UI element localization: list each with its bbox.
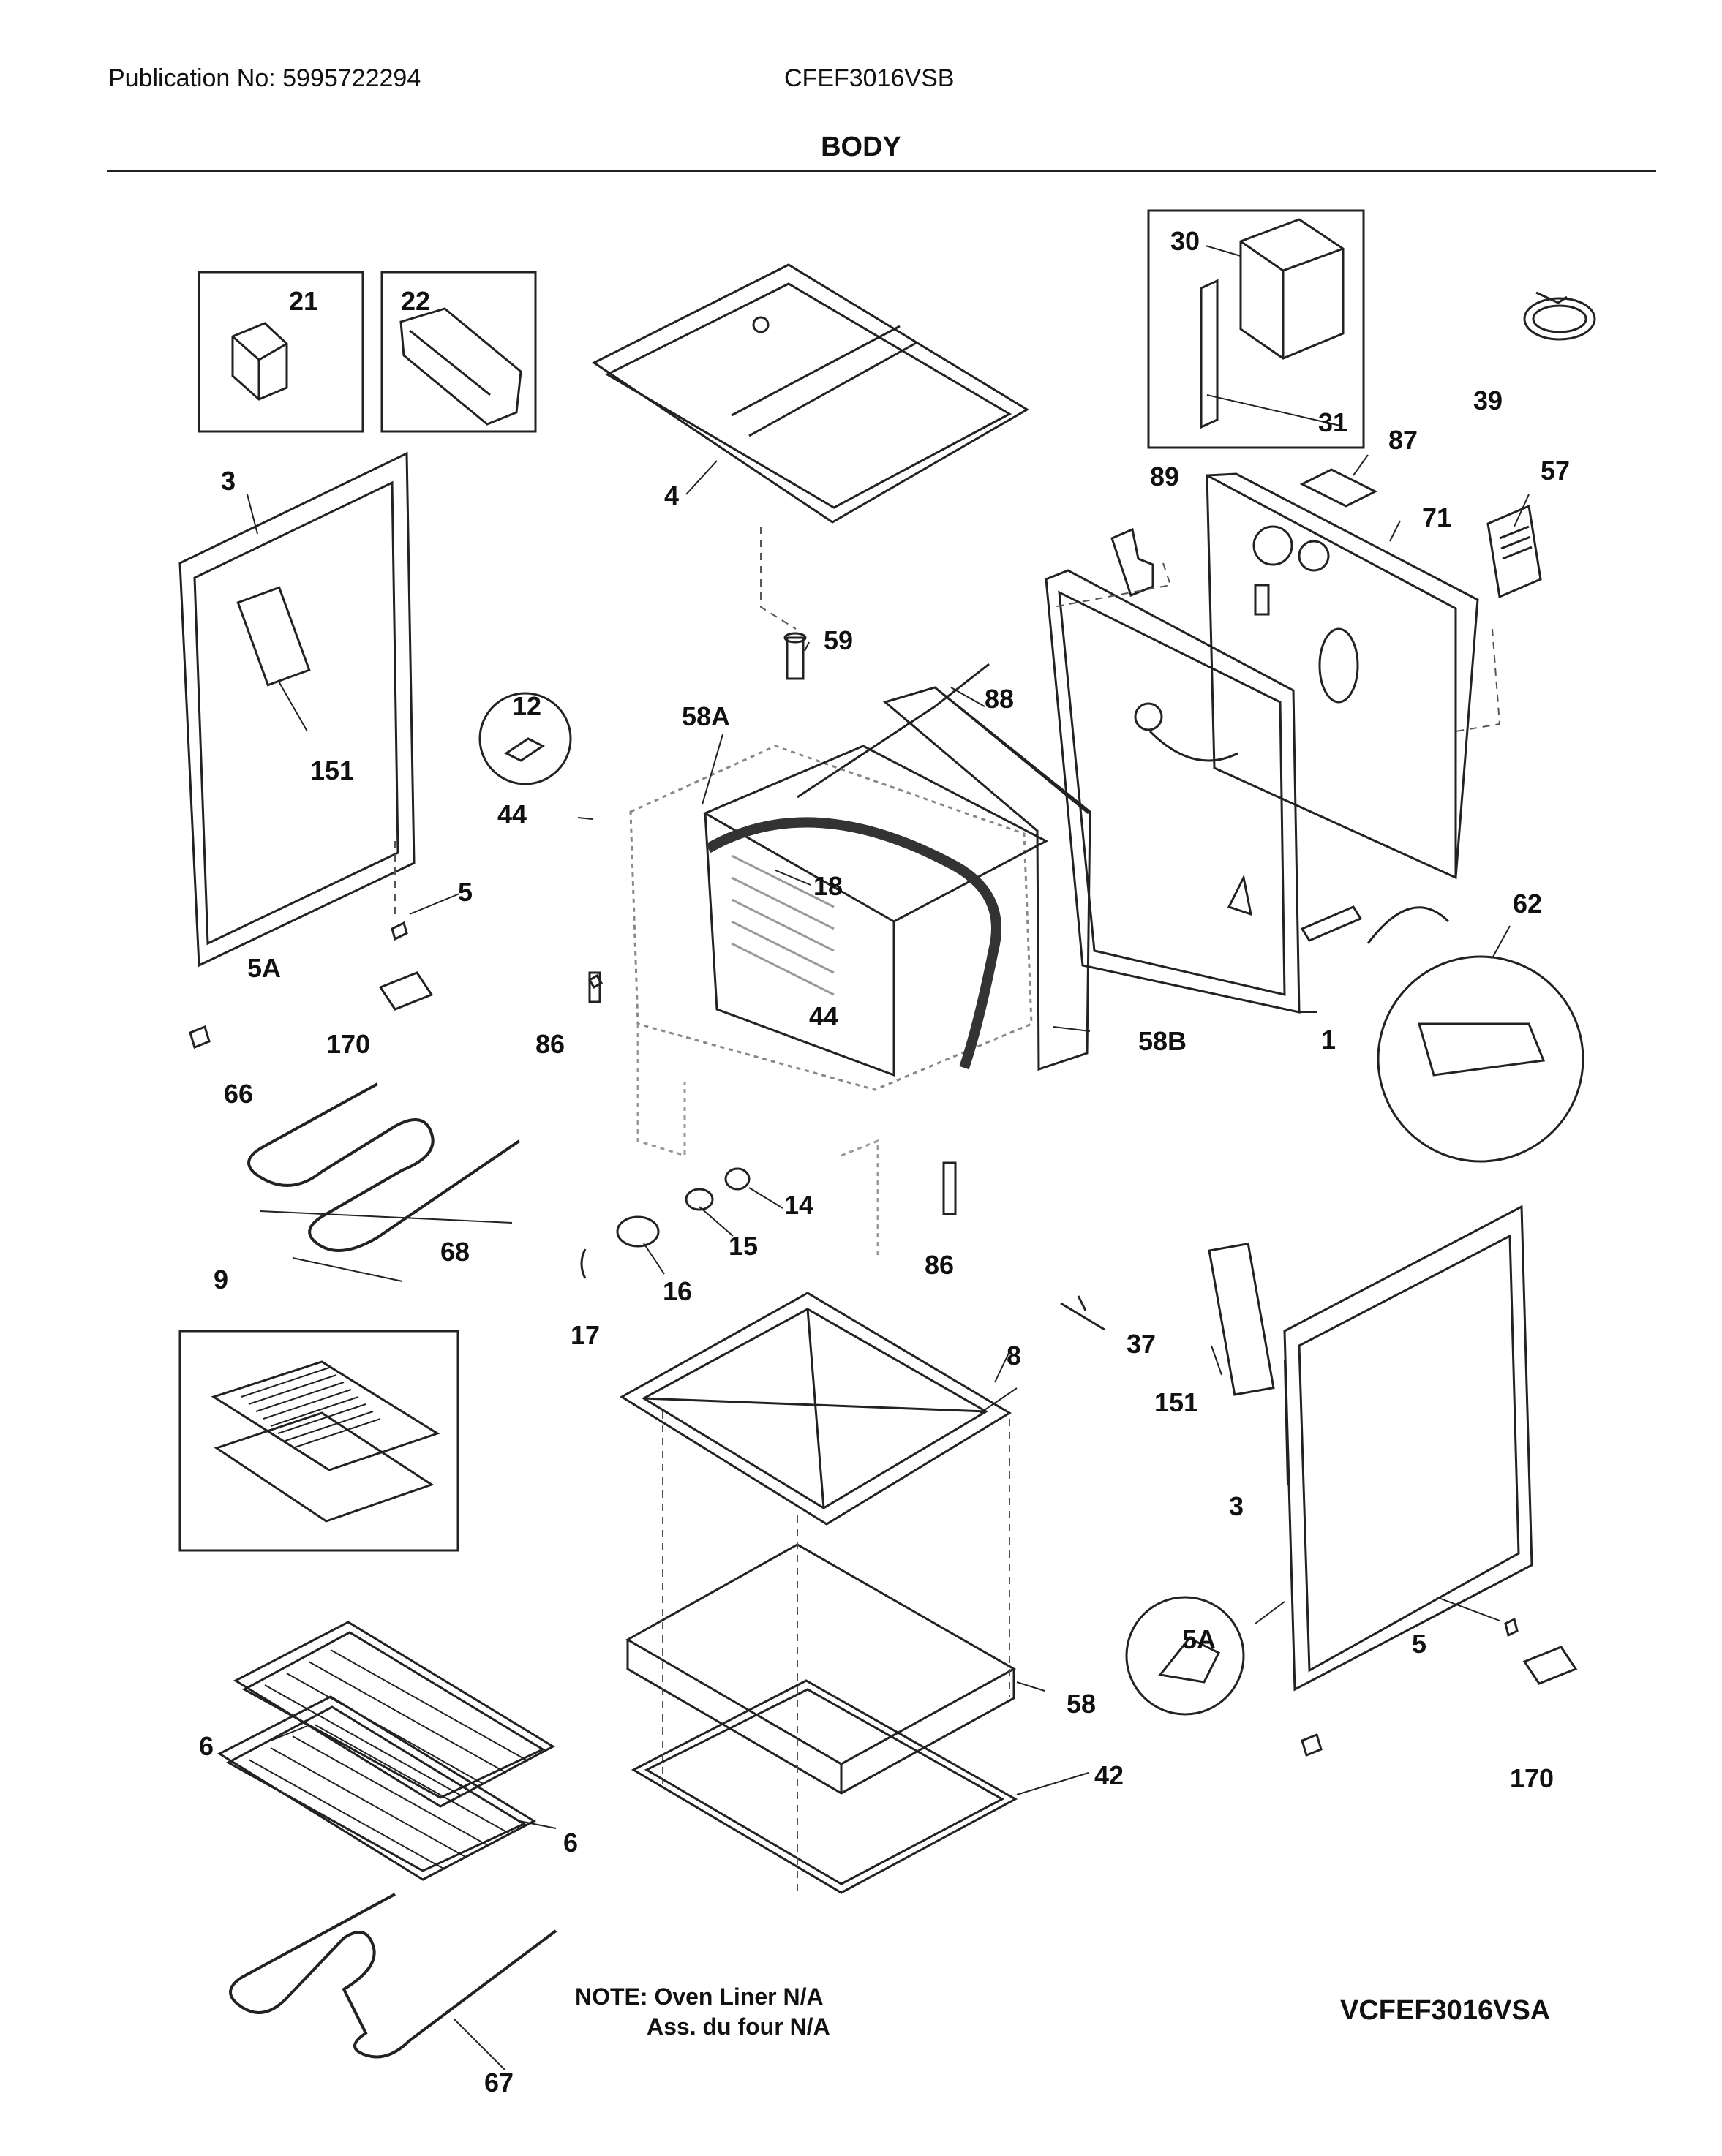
callout-67: 67 — [484, 2068, 514, 2097]
callout-58: 58 — [1067, 1689, 1097, 1719]
part-22-box — [380, 271, 537, 433]
part-66-broil-element — [247, 1082, 521, 1252]
part-58B-insulation — [882, 686, 1091, 1071]
callout-62: 62 — [1513, 889, 1543, 919]
callout-5A: 5A — [247, 953, 282, 983]
model-number: CFEF3016VSB — [784, 64, 955, 92]
part-71-back-panel — [1206, 472, 1479, 880]
callout-15: 15 — [729, 1231, 759, 1261]
callout-86: 86 — [535, 1029, 565, 1059]
guide-lines — [394, 527, 1501, 1894]
part-21-box — [198, 271, 364, 433]
part-57-vent-cover — [1486, 504, 1542, 599]
publication-number: Publication No: 5995722294 — [108, 64, 421, 92]
callout-3: 3 — [221, 466, 236, 496]
callout-170: 170 — [326, 1029, 371, 1059]
part-4-top-panel — [592, 263, 1029, 524]
header-rule — [107, 170, 1656, 172]
leader-lines — [247, 245, 1530, 2070]
part-87-bracket — [1299, 468, 1378, 508]
callout-17: 17 — [571, 1320, 601, 1350]
callout-57: 57 — [1541, 456, 1571, 486]
callout-151-b: 151 — [1154, 1387, 1199, 1417]
section-title: BODY — [821, 132, 901, 162]
callout-6: 6 — [199, 1731, 214, 1761]
part-9-broiler-pan-box — [178, 1330, 459, 1552]
callout-68: 68 — [440, 1237, 470, 1267]
callout-21: 21 — [289, 286, 319, 316]
callout-1: 1 — [1321, 1025, 1336, 1055]
callout-39: 39 — [1473, 385, 1503, 415]
callout-58A: 58A — [682, 701, 731, 731]
callout-58B: 58B — [1138, 1026, 1187, 1056]
callout-14: 14 — [784, 1190, 814, 1220]
part-58A-oven-cavity — [629, 745, 1049, 1258]
callout-71: 71 — [1422, 502, 1452, 532]
callout-42: 42 — [1094, 1760, 1124, 1790]
callout-30: 30 — [1170, 226, 1200, 256]
part-3-door-right — [1208, 1205, 1533, 1692]
callout-86-b: 86 — [925, 1250, 955, 1280]
part-88-wire — [797, 663, 990, 799]
callout-66: 66 — [224, 1079, 254, 1109]
callout-18: 18 — [813, 871, 843, 901]
small-parts — [189, 921, 1578, 1757]
part-42-bottom-panel — [631, 1679, 1018, 1894]
callout-44: 44 — [497, 799, 527, 829]
part-5A-detail-circle — [1125, 1596, 1245, 1716]
callout-9: 9 — [214, 1264, 229, 1294]
callout-87: 87 — [1388, 425, 1418, 455]
callout-31: 31 — [1318, 407, 1348, 437]
callout-6-b: 6 — [563, 1828, 579, 1858]
part-12-detail-circle — [478, 692, 572, 785]
part-1-frame — [1045, 569, 1301, 1014]
callout-4: 4 — [664, 480, 680, 510]
callout-5A-b: 5A — [1182, 1624, 1217, 1654]
part-89-bracket — [1110, 527, 1154, 597]
part-58-insulation-block — [625, 1543, 1017, 1795]
part-3-door-left — [178, 451, 416, 968]
callout-44-b: 44 — [809, 1001, 839, 1031]
footer-note-line2: Ass. du four N/A — [647, 2013, 830, 2040]
callout-22: 22 — [401, 286, 431, 316]
callout-16: 16 — [663, 1276, 693, 1306]
part-59-fitting — [783, 632, 807, 680]
callout-170-b: 170 — [1510, 1763, 1554, 1793]
part-39-power-cord — [1523, 291, 1596, 341]
callout-88: 88 — [985, 684, 1015, 714]
part-68-wire — [260, 1210, 513, 1282]
part-67-bake-element — [229, 1893, 557, 2059]
part-30-31-box — [1147, 209, 1365, 449]
document-id: VCFEF3016VSA — [1340, 1995, 1551, 2026]
callout-89: 89 — [1150, 461, 1180, 491]
callout-12: 12 — [512, 691, 542, 721]
callout-8: 8 — [1007, 1341, 1022, 1371]
footer-note-line1: NOTE: Oven Liner N/A — [575, 1983, 824, 2010]
part-6-oven-racks — [217, 1621, 556, 1881]
callout-59: 59 — [824, 625, 854, 655]
callout-37: 37 — [1127, 1329, 1157, 1359]
callout-3-b: 3 — [1229, 1491, 1244, 1521]
callout-5: 5 — [458, 877, 473, 907]
callout-151: 151 — [310, 755, 355, 785]
part-8-drawer-pan — [620, 1292, 1012, 1526]
callout-5-b: 5 — [1412, 1629, 1427, 1659]
part-62-detail-circle — [1300, 905, 1584, 1163]
